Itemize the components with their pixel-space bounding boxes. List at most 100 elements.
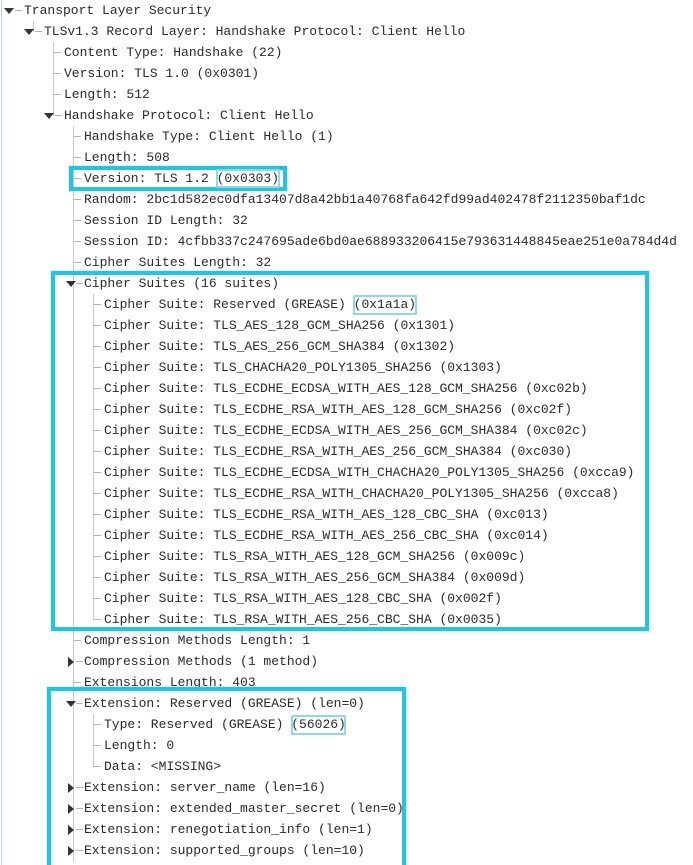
extension-type-text: Type: Reserved (GREASE) <box>104 717 292 732</box>
expand-arrow-down-icon[interactable] <box>66 273 76 294</box>
tree-connector <box>76 703 83 704</box>
expand-arrow-right-icon[interactable] <box>66 819 76 840</box>
tree-leaf-label: Type: Reserved (GREASE) (56026) <box>104 714 346 735</box>
tree-leaf-label: Session ID Length: 32 <box>84 213 248 228</box>
tree-connector <box>15 10 22 11</box>
tree-leaf-label: Cipher Suite: TLS_ECDHE_ECDSA_WITH_CHACH… <box>104 465 635 480</box>
highlight-box-grease-type-code <box>291 715 346 735</box>
tree-leaf-label: Version: TLS 1.2 (0x0303) <box>84 168 279 189</box>
tree-connector <box>76 808 83 809</box>
tree-leaf-label: Length: 0 <box>104 738 175 753</box>
pane-left-border <box>1 0 2 865</box>
tree-guide-line <box>93 294 94 620</box>
tree-leaf-label: Cipher Suite: TLS_AES_128_GCM_SHA256 (0x… <box>104 318 456 333</box>
tree-leaf-label: Cipher Suite: TLS_ECDHE_RSA_WITH_CHACHA2… <box>104 486 619 501</box>
tree-leaf-label: Cipher Suite: TLS_ECDHE_ECDSA_WITH_AES_1… <box>104 381 588 396</box>
highlight-box-grease-extension <box>47 687 406 865</box>
tree-connector <box>76 283 83 284</box>
tree-leaf-label: Compression Methods Length: 1 <box>84 633 311 648</box>
tree-connector <box>74 640 81 641</box>
extension-type-code: (56026) <box>291 717 346 732</box>
tree-connector <box>74 178 81 179</box>
expand-arrow-down-icon[interactable] <box>44 105 54 126</box>
tree-connector <box>76 850 83 851</box>
tree-connector <box>74 262 81 263</box>
tree-leaf-label: Extensions Length: 403 <box>84 675 256 690</box>
expand-arrow-down-icon[interactable] <box>66 693 76 714</box>
tree-guide-line <box>33 21 34 32</box>
expand-arrow-down-icon[interactable] <box>4 0 14 21</box>
tree-connector <box>76 787 83 788</box>
tree-leaf-label: Version: TLS 1.0 (0x0301) <box>64 66 260 81</box>
tree-guide-line <box>53 42 54 116</box>
tree-leaf-label: Session ID: 4cfbb337c247695ade6bd0ae6889… <box>84 234 677 249</box>
highlight-box-handshake-version <box>69 166 287 191</box>
tree-connector <box>94 493 101 494</box>
tree-connector <box>76 829 83 830</box>
tree-leaf-label: Random: 2bc1d582ec0dfa13407d8a42bb1a4076… <box>84 192 646 207</box>
tree-connector <box>54 73 61 74</box>
tree-node-label: TLSv1.3 Record Layer: Handshake Protocol… <box>44 24 466 39</box>
tree-connector <box>94 766 101 767</box>
tree-connector <box>74 199 81 200</box>
highlight-box-version-code <box>216 169 280 188</box>
version-text: Version: TLS 1.2 <box>84 171 217 186</box>
tree-leaf-label: Cipher Suite: TLS_ECDHE_RSA_WITH_AES_128… <box>104 507 549 522</box>
tree-connector <box>94 556 101 557</box>
tree-connector <box>94 430 101 431</box>
tree-leaf-label: Length: 508 <box>84 150 170 165</box>
tree-leaf-label: Cipher Suite: TLS_ECDHE_ECDSA_WITH_AES_2… <box>104 423 588 438</box>
tree-connector <box>94 619 101 620</box>
tree-guide-line <box>93 714 94 767</box>
tree-node-label: Extension: renegotiation_info (len=1) <box>84 822 373 837</box>
tree-leaf-label: Length: 512 <box>64 87 150 102</box>
highlight-box-grease-cipher-code <box>353 295 417 315</box>
tree-connector <box>94 304 101 305</box>
tree-connector <box>94 451 101 452</box>
cipher-suite-code: (0x1a1a) <box>353 297 417 312</box>
tree-node-label: Handshake Protocol: Client Hello <box>64 108 314 123</box>
tree-connector <box>74 220 81 221</box>
tree-connector <box>94 745 101 746</box>
tree-node-label: Compression Methods (1 method) <box>84 654 319 669</box>
tree-connector <box>94 472 101 473</box>
tree-connector <box>94 367 101 368</box>
tree-guide-line <box>73 126 74 862</box>
tree-leaf-label: Cipher Suite: TLS_ECDHE_RSA_WITH_AES_256… <box>104 528 549 543</box>
tree-leaf-label: Cipher Suite: TLS_RSA_WITH_AES_128_CBC_S… <box>104 591 502 606</box>
tree-node-label: Transport Layer Security <box>24 3 212 18</box>
tree-connector <box>74 136 81 137</box>
tree-node-label: Extension: server_name (len=16) <box>84 780 326 795</box>
version-code: (0x0303) <box>216 171 280 186</box>
tree-connector <box>94 514 101 515</box>
tree-connector <box>54 94 61 95</box>
tree-connector <box>55 115 62 116</box>
tree-leaf-label: Data: <MISSING> <box>104 759 222 774</box>
tree-connector <box>94 388 101 389</box>
tree-leaf-label: Content Type: Handshake (22) <box>64 45 283 60</box>
tree-connector <box>94 577 101 578</box>
expand-arrow-right-icon[interactable] <box>66 798 76 819</box>
tree-connector <box>54 52 61 53</box>
tree-connector <box>74 241 81 242</box>
tree-leaf-label: Cipher Suite: TLS_ECDHE_RSA_WITH_AES_128… <box>104 402 573 417</box>
tree-connector <box>94 409 101 410</box>
tree-leaf-label: Cipher Suite: Reserved (GREASE) (0x1a1a) <box>104 294 416 315</box>
tree-connector <box>94 535 101 536</box>
tree-leaf-label: Cipher Suites Length: 32 <box>84 255 272 270</box>
tree-node-label: Extension: Reserved (GREASE) (len=0) <box>84 696 365 711</box>
tree-node-label: Extension: supported_groups (len=10) <box>84 843 365 858</box>
expand-arrow-right-icon[interactable] <box>66 840 76 861</box>
tree-leaf-label: Cipher Suite: TLS_RSA_WITH_AES_256_GCM_S… <box>104 570 526 585</box>
tree-leaf-label: Handshake Type: Client Hello (1) <box>84 129 334 144</box>
expand-arrow-right-icon[interactable] <box>66 651 76 672</box>
tree-connector <box>94 724 101 725</box>
tree-leaf-label: Cipher Suite: TLS_ECDHE_RSA_WITH_AES_256… <box>104 444 573 459</box>
tree-connector <box>94 346 101 347</box>
expand-arrow-down-icon[interactable] <box>24 21 34 42</box>
tree-leaf-label: Cipher Suite: TLS_RSA_WITH_AES_256_CBC_S… <box>104 612 502 627</box>
expand-arrow-right-icon[interactable] <box>66 777 76 798</box>
tree-node-label: Extension: extended_master_secret (len=0… <box>84 801 404 816</box>
tree-node-label: Cipher Suites (16 suites) <box>84 276 280 291</box>
highlight-box-cipher-suites <box>51 271 649 631</box>
